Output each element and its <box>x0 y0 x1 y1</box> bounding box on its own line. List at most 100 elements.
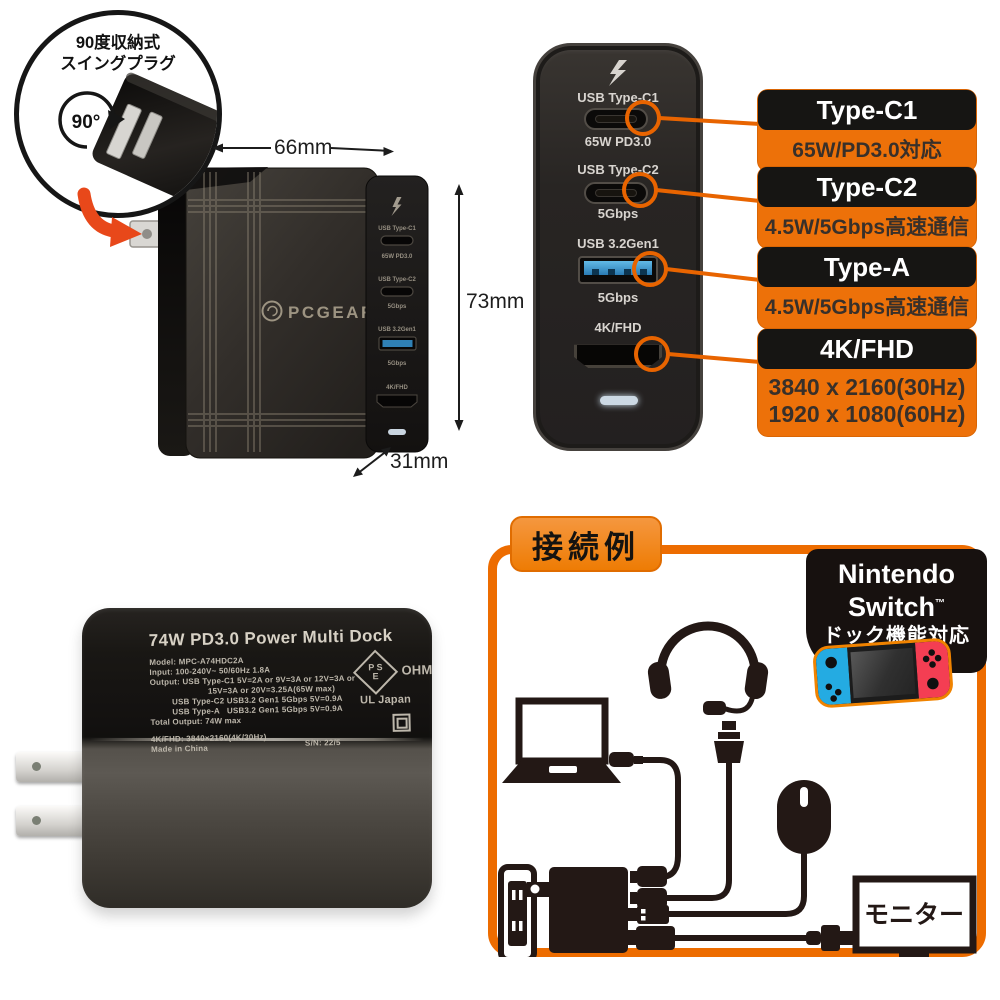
side-c2-label: USB Type-C2 <box>378 277 416 283</box>
callout-type-c2: Type-C2 4.5W/5Gbps高速通信 <box>758 167 976 248</box>
side-a-spec: 5Gbps <box>388 361 407 367</box>
depth-dimension-label: 31mm <box>390 450 449 473</box>
callout-4k-line2: 1920 x 1080(60Hz) <box>768 401 966 427</box>
callout-type-c2-title: Type-C2 <box>758 167 976 207</box>
callout-type-c1-title: Type-C1 <box>758 90 976 130</box>
plate-ul-japan: UL Japan <box>359 693 412 707</box>
side-usba-tongue <box>382 340 413 347</box>
callout-4k-line1: 3840 x 2160(30Hz) <box>768 374 966 400</box>
side-hdmi-label: 4K/FHD <box>386 385 408 391</box>
plug-blade <box>129 220 165 248</box>
switch-screen-glass <box>850 647 916 699</box>
plug-prong-bottom <box>16 806 94 836</box>
swing-callout-text: 90度収納式 スイングプラグ <box>19 33 217 75</box>
joycon-right <box>914 640 951 699</box>
side-c1-spec: 65W PD3.0 <box>382 254 413 260</box>
swing-angle-label: 90° <box>72 112 101 133</box>
charger-port-face <box>365 175 429 453</box>
callout-type-a-spec: 4.5W/5Gbps高速通信 <box>764 296 970 319</box>
plate-serial: S/N: 22/5 <box>304 737 341 748</box>
swing-callout-line1: 90度収納式 <box>75 34 161 52</box>
side-hdmi-port <box>376 394 418 408</box>
plate-resolution: 4K/FHD: 3840×2160(4K/30Hz) <box>150 732 267 744</box>
joycon-left <box>815 647 852 706</box>
pse-bottom-letter: E <box>372 671 379 682</box>
pse-mark: P S E <box>352 649 399 695</box>
panel-hdmi-label: 4K/FHD <box>594 320 642 335</box>
connection-example-badge: 接続例 <box>510 516 662 572</box>
switch-word: Switch <box>847 592 935 622</box>
callout-type-a-title: Type-A <box>758 247 976 287</box>
panel-a-spec: 5Gbps <box>597 290 639 305</box>
callout-4k-fhd: 4K/FHD 3840 x 2160(30Hz) 1920 x 1080(60H… <box>758 329 976 436</box>
callout-type-c1: Type-C1 65W/PD3.0対応 <box>758 90 976 171</box>
ports-panel: USB Type-C1 65W PD3.0 USB Type-C2 5Gbps … <box>533 43 703 451</box>
lightning-icon <box>609 60 627 86</box>
plaid-pattern <box>188 172 366 452</box>
nintendo-line1: Nintendo <box>838 559 955 589</box>
callout-connector-lines <box>655 116 761 364</box>
callout-4k-fhd-spec: 3840 x 2160(30Hz) 1920 x 1080(60Hz) <box>758 369 976 436</box>
monitor-label: モニター <box>864 901 964 929</box>
side-a-label: USB 3.2Gen1 <box>378 327 416 333</box>
side-port-column: USB Type-C1 65W PD3.0 USB Type-C2 5Gbps … <box>376 197 418 435</box>
mouse-icon <box>666 780 831 917</box>
diagram-icons: モニター <box>498 621 977 957</box>
plate-title: 74W PD3.0 Power Multi Dock <box>148 625 393 650</box>
trademark-symbol: ™ <box>935 598 945 609</box>
side-led <box>388 429 406 435</box>
side-usbc1-port <box>380 235 414 246</box>
lightning-icon <box>391 197 402 216</box>
callout-type-c2-spec: 4.5W/5Gbps高速通信 <box>764 216 970 239</box>
c2-highlight-ring <box>622 172 658 208</box>
laptop-icon <box>502 697 621 783</box>
folded-plug-wedge <box>186 167 268 190</box>
side-usbc2-port <box>380 286 414 297</box>
switch-screen <box>847 642 919 704</box>
laptop-usbc-cable <box>609 752 681 880</box>
swing-plug-callout: 90° 90度収納式 スイングプラグ <box>14 10 222 218</box>
headset-icon <box>647 621 769 715</box>
panel-c1-spec: 65W PD3.0 <box>584 134 652 149</box>
status-led <box>600 396 638 405</box>
panel-a-label: USB 3.2Gen1 <box>577 236 659 251</box>
plate-total: Total Output: 74W max <box>150 716 242 727</box>
side-c2-spec: 5Gbps <box>388 304 407 310</box>
callout-type-a: Type-A 4.5W/5Gbps高速通信 <box>758 247 976 328</box>
a-highlight-ring <box>632 251 668 287</box>
nintendo-line2: Switch™ <box>806 589 987 622</box>
c1-highlight-ring <box>625 100 661 136</box>
callout-type-c1-spec: 65W/PD3.0対応 <box>792 139 942 162</box>
dock-icon <box>527 867 628 953</box>
annotation-lines <box>77 116 761 477</box>
brand-logo-text: PCGEAR <box>288 303 376 322</box>
connection-example-title: 接続例 <box>532 529 640 565</box>
dimension-arrows <box>212 143 464 477</box>
spec-label-plate: 74W PD3.0 Power Multi Dock Model: MPC-A7… <box>147 625 436 766</box>
charger-photo <box>82 608 432 908</box>
swing-callout-line2: スイングプラグ <box>60 55 176 73</box>
panel-c2-spec: 5Gbps <box>597 206 639 221</box>
double-insulation-icon <box>392 713 411 732</box>
hdmi-cable <box>675 925 857 951</box>
height-dimension-label: 73mm <box>466 290 525 313</box>
monitor-icon: モニター <box>852 875 977 957</box>
wall-outlet-icon <box>498 864 537 957</box>
plug-prong-top <box>16 752 94 782</box>
plate-ohm: OHM <box>401 662 433 678</box>
width-dimension-label: 66mm <box>274 136 333 159</box>
callout-4k-fhd-title: 4K/FHD <box>758 329 976 369</box>
swing-arrow <box>77 187 142 247</box>
hdmi-highlight-ring <box>634 336 670 372</box>
body-seam <box>90 738 424 741</box>
double-insulation-inner <box>395 717 408 729</box>
dock-plugs <box>628 866 675 950</box>
connection-diagram: モニター <box>498 621 977 957</box>
brand-logo: PCGEAR <box>261 300 376 322</box>
side-c1-label: USB Type-C1 <box>378 226 416 232</box>
plate-made-in: Made in China <box>151 743 209 754</box>
charger-3d-view: PCGEAR USB Type-C1 65W PD3.0 USB Type-C2… <box>129 167 429 459</box>
switch-console-illustration <box>812 637 954 709</box>
headset-usb-cable <box>663 721 744 901</box>
